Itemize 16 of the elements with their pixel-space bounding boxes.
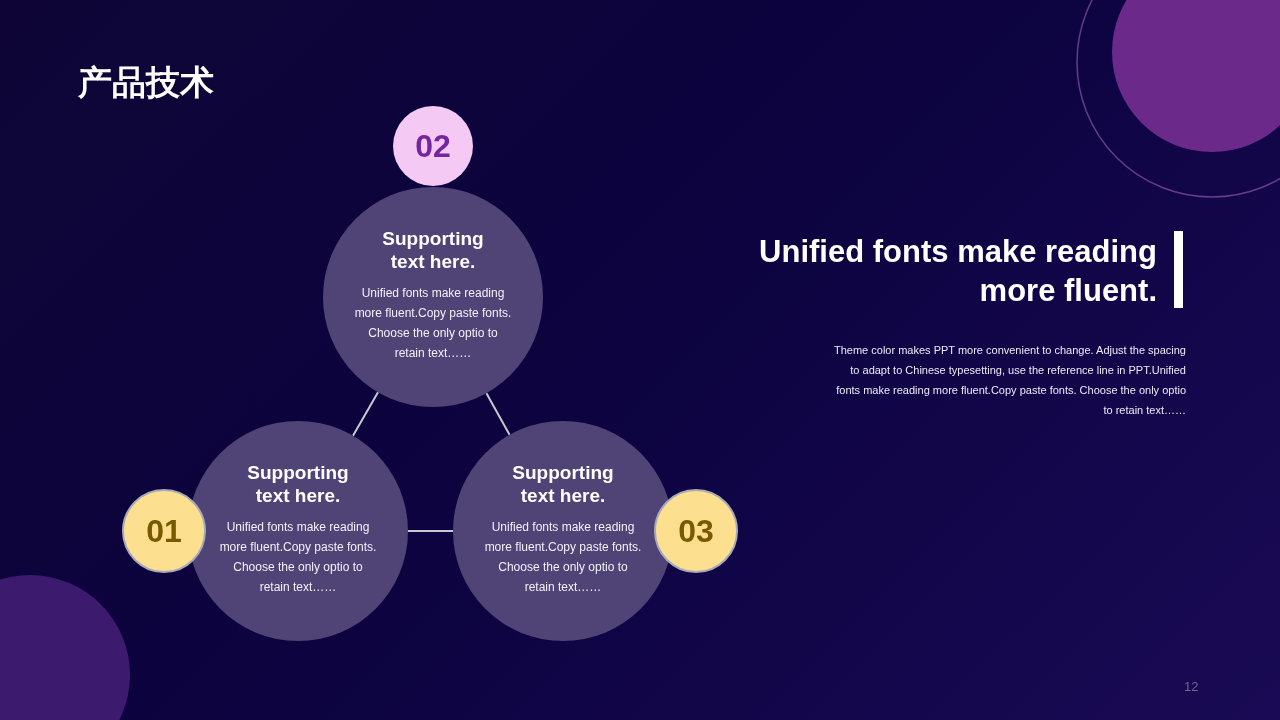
number-badge: 02 (393, 106, 473, 186)
slide-title: 产品技术 (78, 62, 214, 103)
page-number: 12 (1184, 679, 1199, 694)
connector-line (407, 530, 454, 532)
card-heading: Supporting text here. (381, 227, 485, 273)
number-badge: 03 (654, 489, 738, 573)
number-badge: 01 (122, 489, 206, 573)
paragraph-text: Theme color makes PPT more convenient to change. Adjust the spacing to adapt to Chinese typesetting, use the reference line in PPT.Unified fonts make reading more fluent.Copy paste fonts. Choose the only optio to retain text…… (833, 343, 1186, 418)
card-heading: Supporting text here. (511, 461, 615, 507)
connector-line (485, 392, 511, 436)
connector-line (351, 391, 380, 437)
card-text: Unified fonts make reading more fluent.Copy paste fonts. Choose the only optio to retain text…… (218, 519, 378, 596)
card-heading: Supporting text here. (246, 461, 350, 507)
card-text: Unified fonts make reading more fluent.Copy paste fonts. Choose the only optio to retain text…… (353, 285, 513, 362)
card-text: Unified fonts make reading more fluent.Copy paste fonts. Choose the only optio to retain text…… (483, 519, 643, 596)
heading-text: Unified fonts make reading more fluent. (758, 233, 1157, 310)
